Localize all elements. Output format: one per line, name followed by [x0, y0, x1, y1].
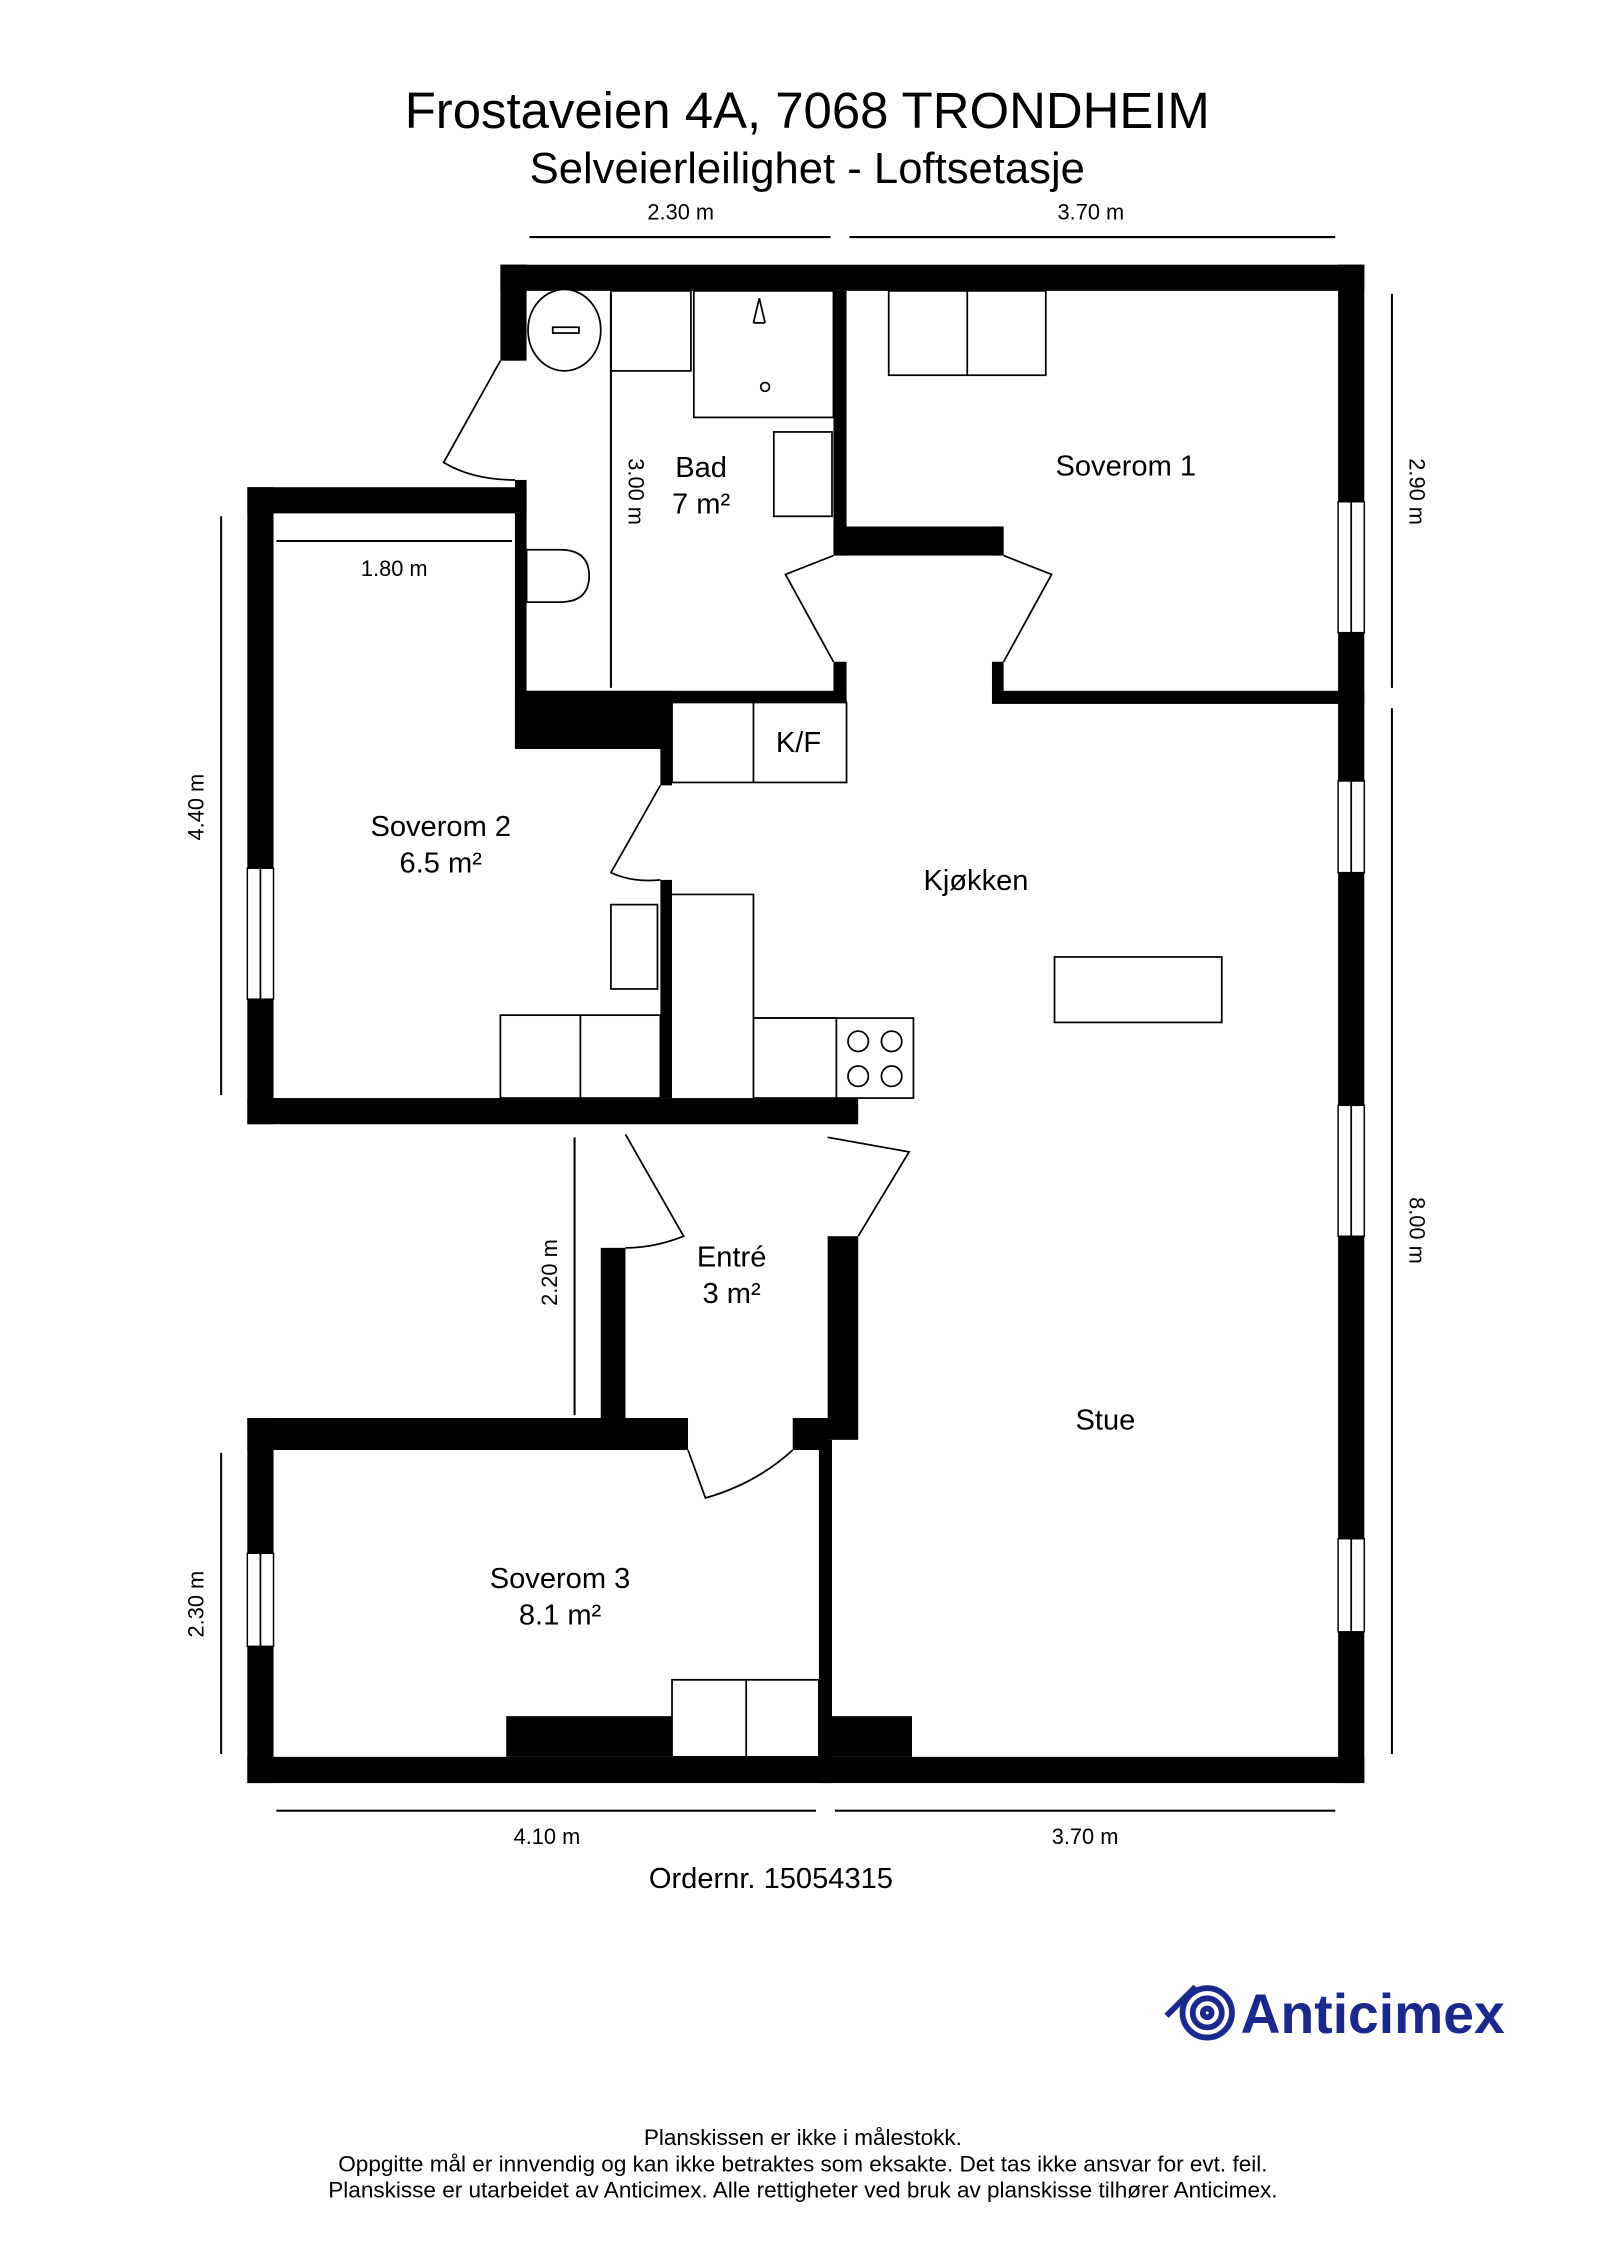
svg-text:2.20 m: 2.20 m	[537, 1239, 562, 1306]
svg-text:7 m²: 7 m²	[672, 488, 730, 520]
svg-text:1.80 m: 1.80 m	[361, 556, 428, 581]
svg-text:Stue: Stue	[1076, 1405, 1136, 1437]
svg-text:K/F: K/F	[776, 727, 821, 759]
stove-icon	[835, 1017, 915, 1099]
order-number: Ordernr. 15054315	[649, 1863, 893, 1895]
dimension-lines: 2.30 m 3.70 m 2.90 m 8.00 m 4.40 m 2.30 …	[184, 200, 1430, 1850]
svg-text:Soverom 3: Soverom 3	[490, 1563, 631, 1595]
svg-text:Oppgitte mål er innvendig og k: Oppgitte mål er innvendig og kan ikke be…	[338, 2151, 1267, 2176]
windows	[246, 501, 1366, 1648]
svg-text:4.10 m: 4.10 m	[514, 1824, 581, 1849]
fixtures	[499, 288, 1223, 1758]
svg-text:Entré: Entré	[697, 1242, 767, 1274]
svg-text:8.1 m²: 8.1 m²	[519, 1600, 602, 1632]
toilet-icon	[525, 548, 590, 603]
svg-text:6.5 m²: 6.5 m²	[400, 848, 483, 880]
svg-text:Soverom 1: Soverom 1	[1055, 451, 1196, 483]
svg-text:2.90 m: 2.90 m	[1404, 458, 1429, 525]
room-labels: Bad 7 m² Soverom 1 Soverom 2 6.5 m² K/F …	[370, 451, 1196, 1632]
kitchen-island	[1053, 956, 1223, 1024]
page-subtitle: Selveierleilighet - Loftsetasje	[530, 145, 1085, 193]
svg-text:3.70 m: 3.70 m	[1052, 1824, 1119, 1849]
svg-text:Planskisse er utarbeidet av An: Planskisse er utarbeidet av Anticimex. A…	[328, 2178, 1277, 2203]
doors	[442, 360, 1053, 1500]
fridge	[671, 701, 848, 784]
dishwasher-icon	[752, 1017, 838, 1099]
svg-text:4.40 m: 4.40 m	[184, 774, 209, 841]
svg-text:3 m²: 3 m²	[703, 1278, 761, 1310]
sink-icon-2	[610, 903, 659, 990]
svg-text:3.70 m: 3.70 m	[1058, 200, 1125, 225]
svg-text:Anticimex: Anticimex	[1241, 1983, 1505, 2045]
svg-text:Bad: Bad	[675, 452, 727, 484]
page-title: Frostaveien 4A, 7068 TRONDHEIM	[405, 82, 1210, 139]
svg-text:Kjøkken: Kjøkken	[923, 865, 1028, 897]
sink-icon	[772, 431, 833, 518]
footer-disclaimer: Planskissen er ikke i målestokk. Oppgitt…	[328, 2125, 1277, 2202]
svg-text:8.00 m: 8.00 m	[1404, 1197, 1429, 1264]
anticimex-logo: Anticimex	[1164, 1983, 1505, 2045]
svg-text:2.30 m: 2.30 m	[184, 1571, 209, 1638]
svg-text:Soverom 2: Soverom 2	[370, 811, 511, 843]
svg-text:3.00 m: 3.00 m	[623, 458, 648, 525]
shower-icon	[692, 290, 835, 419]
svg-text:Planskissen er ikke i målestok: Planskissen er ikke i målestokk.	[644, 2125, 962, 2150]
svg-text:2.30 m: 2.30 m	[647, 200, 714, 225]
